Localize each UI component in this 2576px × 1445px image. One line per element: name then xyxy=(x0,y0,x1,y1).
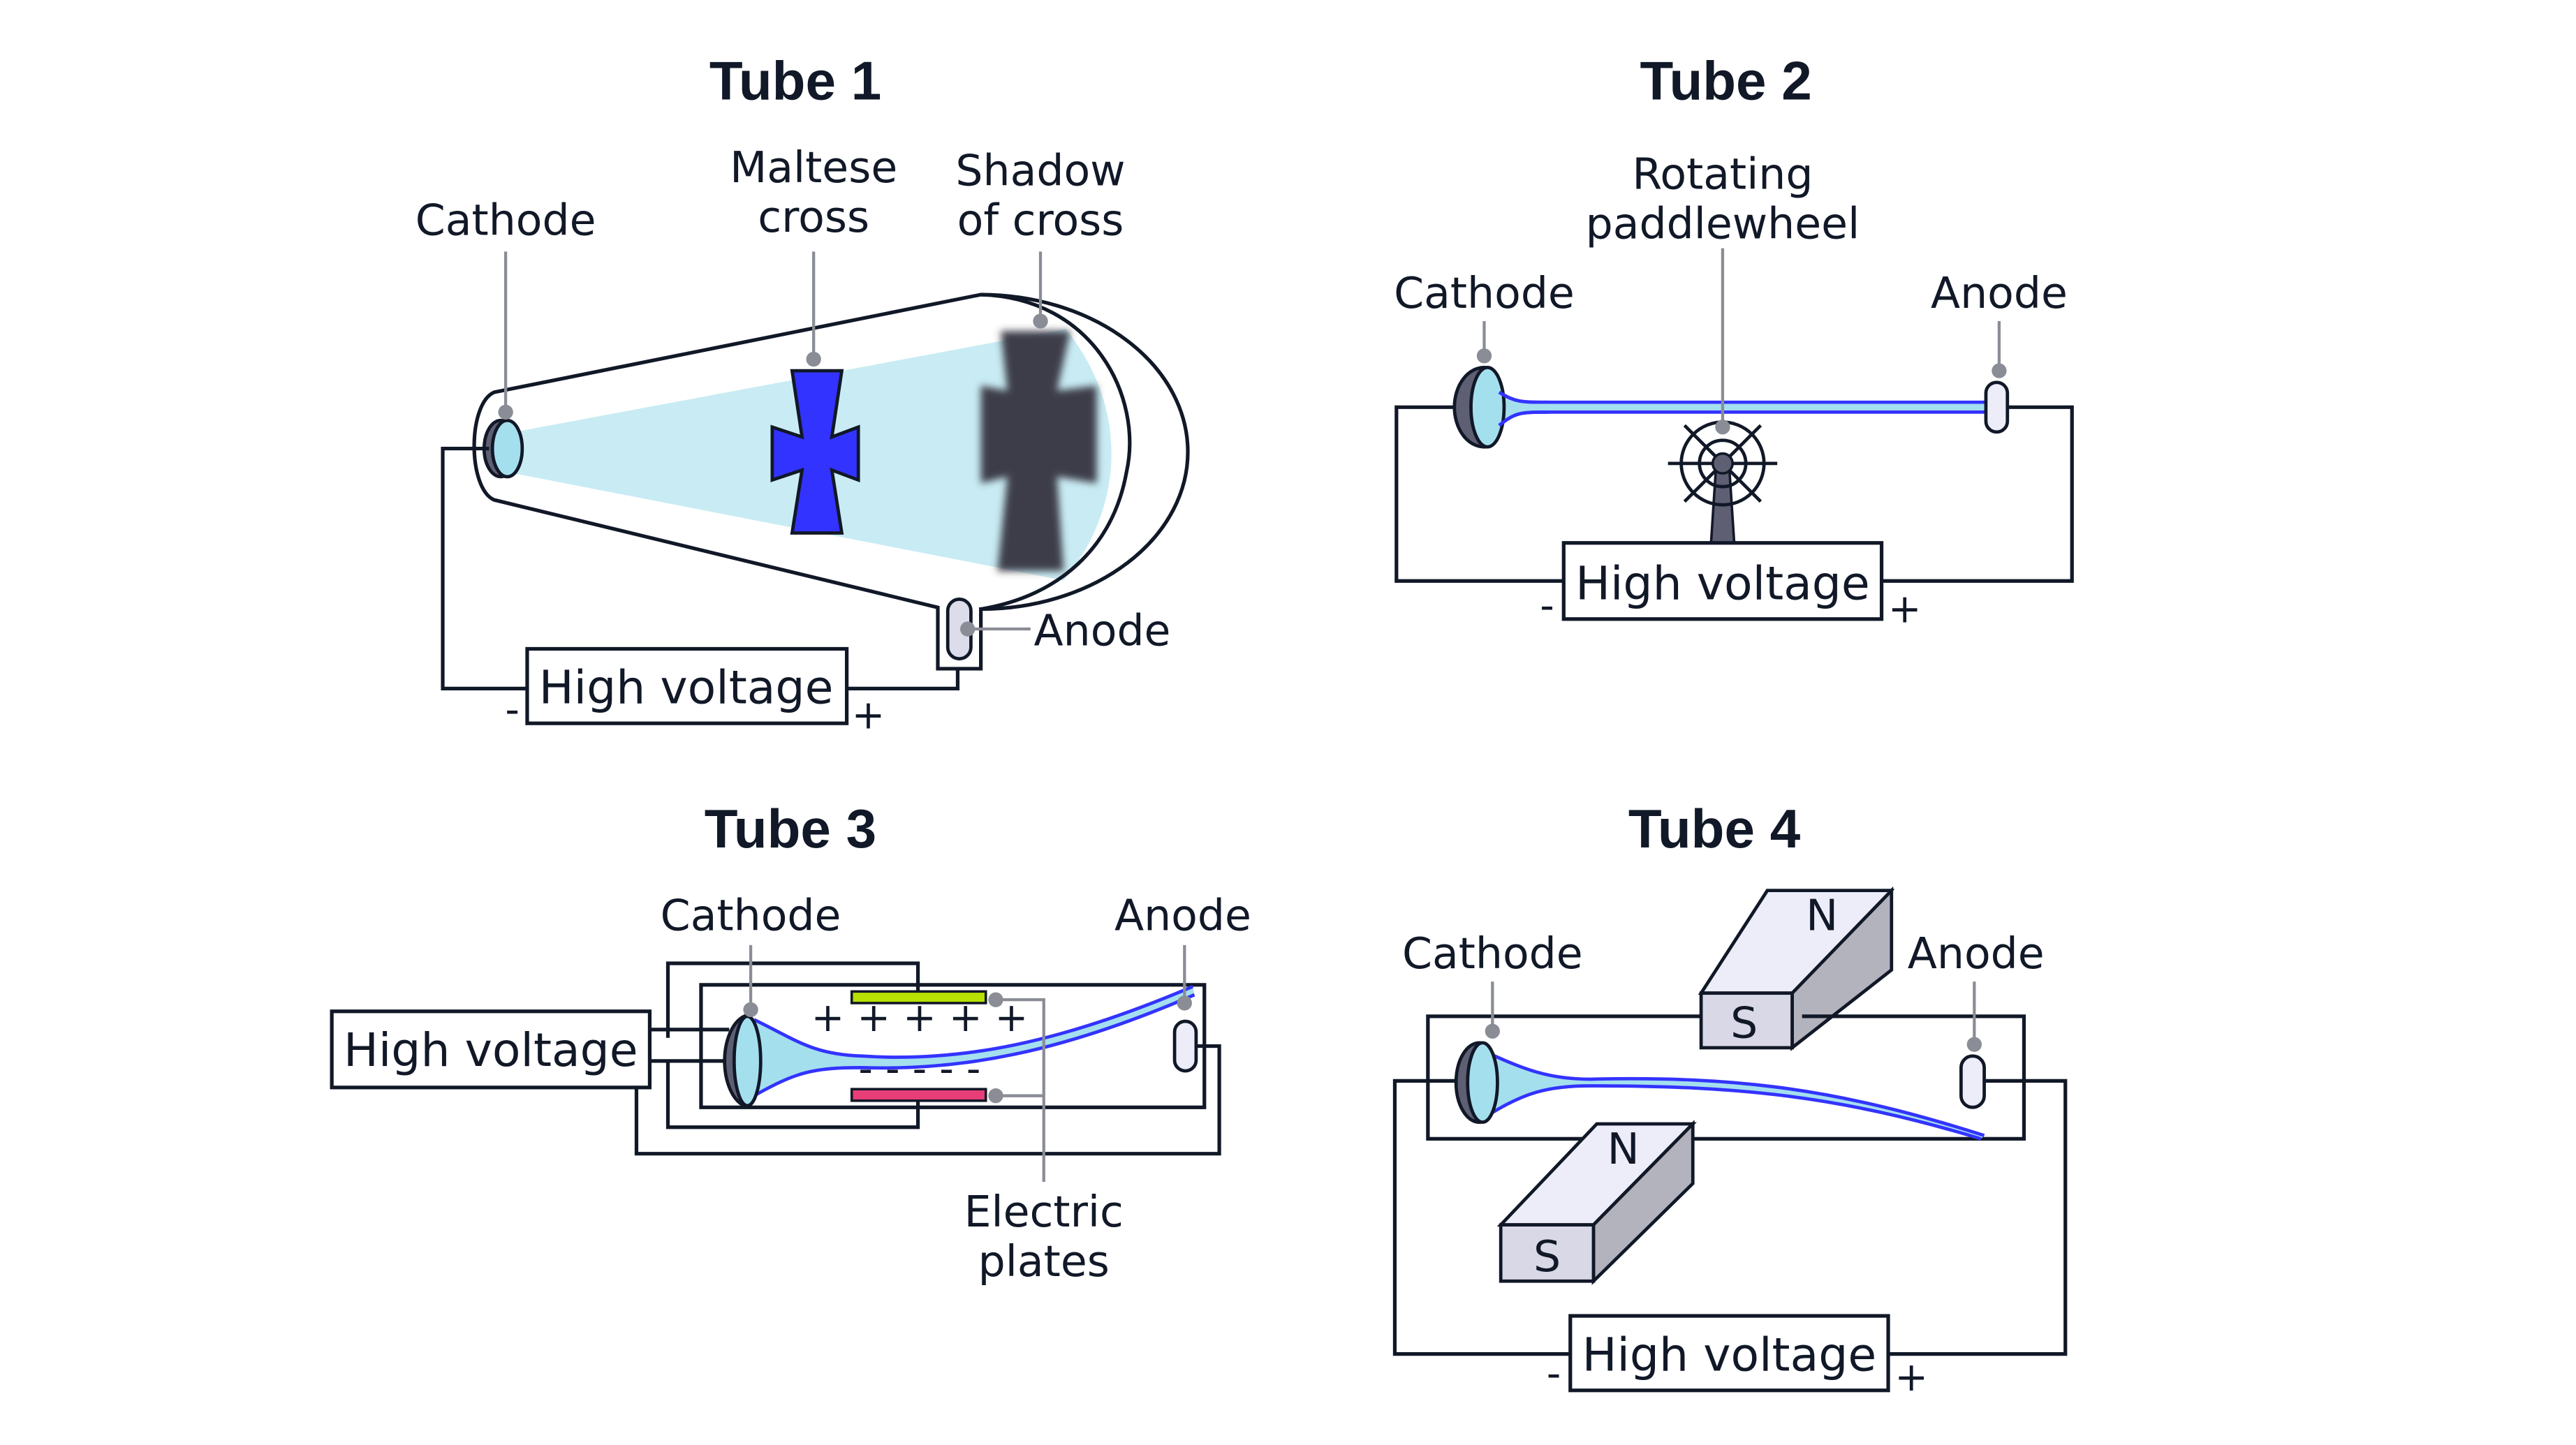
cathode-label: Cathode xyxy=(1394,268,1575,318)
high-voltage-box xyxy=(330,1009,652,1090)
tube-3: Tube 3 + + + + + - - - - - High voltage xyxy=(330,798,1251,1287)
bulb-end xyxy=(980,292,1132,612)
minus-terminal: - xyxy=(1547,1351,1561,1397)
plus-terminal: + xyxy=(1894,1354,1928,1400)
minus-terminal: - xyxy=(505,687,520,733)
tube-1-title: Tube 1 xyxy=(709,50,881,111)
anode xyxy=(1984,380,2010,434)
tube-1: Tube 1 High voltage - + Cathode xyxy=(415,50,1190,738)
cathode xyxy=(1454,1041,1499,1125)
cathode xyxy=(723,1014,763,1109)
high-voltage-label: High voltage xyxy=(539,660,834,715)
paddlewheel-label-1: Rotating xyxy=(1632,149,1813,199)
electric-plates-label-1: Electric xyxy=(964,1187,1124,1237)
anode-label: Anode xyxy=(1114,891,1251,941)
cathode xyxy=(1452,366,1549,449)
south-pole-label: S xyxy=(1533,1231,1561,1282)
high-voltage-box xyxy=(525,646,849,725)
tube-4: Tube 4 N S xyxy=(1392,798,2068,1400)
cathode-ray-beam xyxy=(1498,390,1988,427)
cathode-ray-beam xyxy=(753,985,1195,1097)
shadow-of-cross xyxy=(980,331,1097,572)
anode-label: Anode xyxy=(1931,268,2068,318)
north-pole-label: N xyxy=(1806,891,1838,941)
south-pole-label: S xyxy=(1730,998,1758,1048)
north-pole-label: N xyxy=(1607,1124,1640,1174)
high-voltage-box xyxy=(1561,541,1884,621)
plus-terminal: + xyxy=(1888,586,1922,632)
positive-plate xyxy=(850,990,987,1005)
cathode-label: Cathode xyxy=(415,195,596,246)
maltese-cross-label-2: cross xyxy=(758,192,869,242)
cathode-label: Cathode xyxy=(661,891,841,941)
high-voltage-label: High voltage xyxy=(1582,1327,1877,1381)
high-voltage-label: High voltage xyxy=(1575,556,1870,610)
tube-2: Tube 2 High voltage xyxy=(1394,50,2074,632)
plus-terminal: + xyxy=(852,692,885,738)
paddlewheel-label-2: paddlewheel xyxy=(1586,198,1860,249)
high-voltage-box xyxy=(1568,1314,1890,1393)
magnet-top: N S xyxy=(1698,886,1895,1051)
tube-4-title: Tube 4 xyxy=(1628,798,1801,859)
anode xyxy=(1959,1054,1986,1109)
maltese-cross xyxy=(770,369,860,535)
paddlewheel xyxy=(1668,420,1778,544)
electric-plates-label-2: plates xyxy=(978,1236,1110,1287)
anode xyxy=(1172,1019,1198,1073)
tube-2-title: Tube 2 xyxy=(1640,50,1812,111)
negative-plate xyxy=(850,1088,987,1102)
shadow-label-1: Shadow xyxy=(955,146,1125,196)
high-voltage-label: High voltage xyxy=(344,1023,638,1077)
cathode-ray-beam xyxy=(1486,1051,1985,1141)
tube-3-title: Tube 3 xyxy=(705,798,876,859)
cathode xyxy=(482,418,524,479)
cathode-label: Cathode xyxy=(1402,928,1583,979)
anode-label: Anode xyxy=(1908,928,2045,979)
maltese-cross-label-1: Maltese xyxy=(730,142,897,193)
glass-tube xyxy=(699,983,1207,1109)
magnet-bottom: N S xyxy=(1496,1120,1697,1285)
glass-bulb xyxy=(472,292,1190,671)
shadow-label-2: of cross xyxy=(957,195,1124,246)
anode-label: Anode xyxy=(1034,606,1171,656)
minus-terminal: - xyxy=(1540,583,1554,629)
